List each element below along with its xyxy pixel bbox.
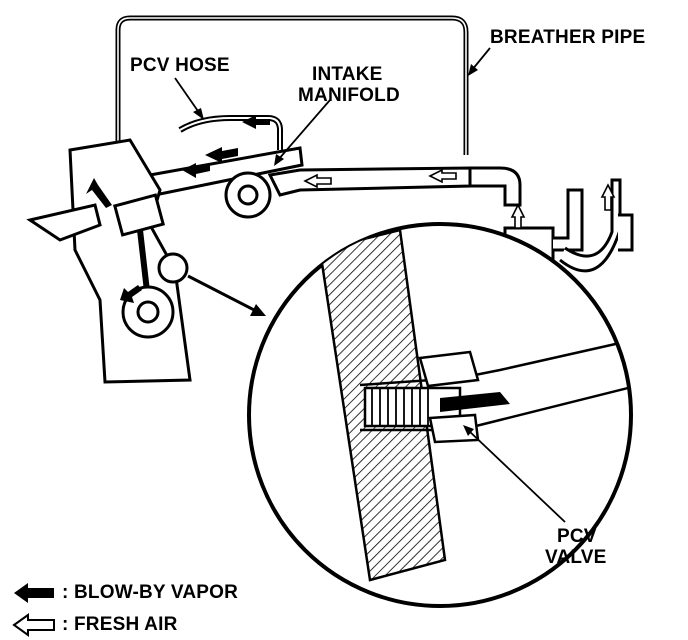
- intake-manifold-label: INTAKE MANIFOLD: [298, 64, 400, 106]
- pcv-valve-label: PCV VALVE: [545, 526, 607, 568]
- magnify-leader: [187, 274, 266, 316]
- fresh-air-arrows: [303, 168, 616, 229]
- intake-manifold-leader: [274, 99, 331, 166]
- pcv-hose-leader: [174, 77, 204, 120]
- hollow-arrow-left-icon: [12, 613, 55, 637]
- intake-manifold: [148, 146, 522, 219]
- breather-pipe-label: BREATHER PIPE: [490, 27, 646, 48]
- legend-fresh-air: : FRESH AIR: [62, 614, 178, 635]
- pcv-valve-detail: [247, 222, 633, 608]
- pcv-valve-leader: [463, 425, 566, 523]
- solid-arrow-left-icon: [14, 583, 54, 603]
- breather-pipe-leader: [468, 47, 491, 76]
- engine-block: [26, 138, 192, 384]
- intake-manifold-label-line2: MANIFOLD: [298, 85, 400, 106]
- blow-by-arrows: [86, 115, 270, 303]
- breather-pipe: [115, 15, 469, 160]
- intake-manifold-label-line1: INTAKE: [312, 64, 383, 85]
- pcv-valve-label-line1: PCV: [557, 526, 597, 547]
- pcv-valve-label-line2: VALVE: [545, 547, 607, 568]
- pcv-hose-label: PCV HOSE: [130, 55, 230, 76]
- legend-blow-by-vapor: : BLOW-BY VAPOR: [62, 582, 239, 603]
